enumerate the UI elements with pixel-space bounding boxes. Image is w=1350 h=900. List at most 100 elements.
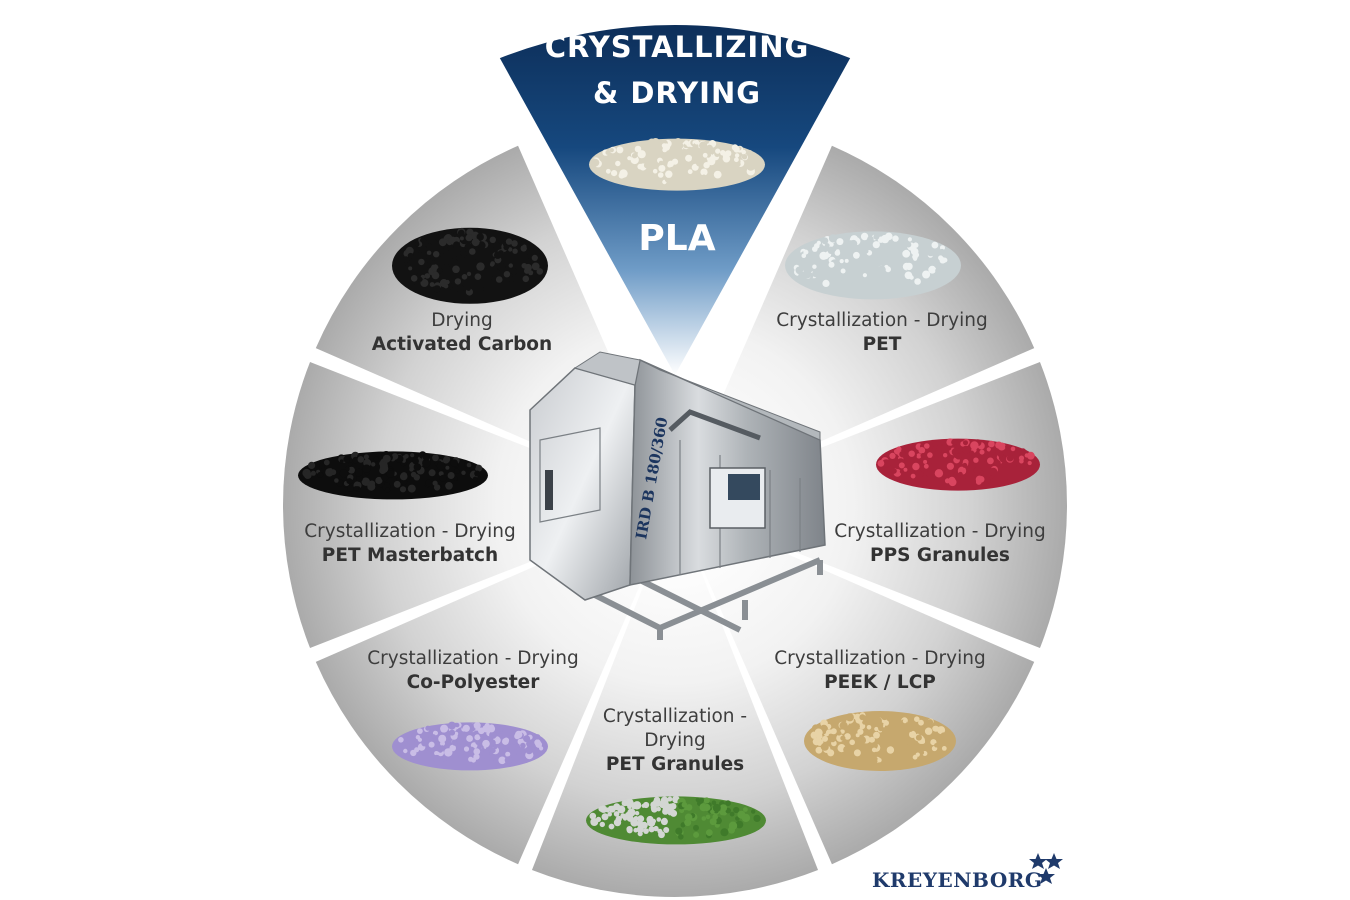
- pla-granule: [657, 172, 664, 178]
- peek-lcp-granule: [886, 746, 895, 754]
- co-polyester-granule: [526, 741, 531, 747]
- pet-granule: [840, 268, 846, 274]
- co-polyester-granule: [525, 747, 533, 755]
- peek-lcp-granule: [844, 733, 851, 740]
- pet-masterbatch-granule: [474, 470, 481, 477]
- peek-lcp-granule: [840, 735, 846, 741]
- pet-masterbatch-granule: [348, 466, 355, 474]
- segment-process-label: Crystallization - Drying: [834, 521, 1045, 542]
- pla-granule: [671, 158, 679, 165]
- pet-granules-granule: [667, 796, 673, 802]
- activated-carbon-granule: [402, 256, 410, 263]
- segment-wedge: [675, 505, 1035, 865]
- activated-carbon-granule: [417, 276, 423, 282]
- pet-granules-granule: [620, 813, 626, 819]
- pet-granule: [834, 250, 841, 256]
- pet-masterbatch-granule: [308, 461, 316, 469]
- pps-granules-granule: [973, 467, 982, 475]
- pps-granules-granule: [946, 462, 955, 470]
- pps-granules-granule: [1024, 453, 1029, 458]
- peek-lcp-granule: [906, 724, 914, 732]
- pla-granule: [734, 157, 739, 163]
- co-polyester-granule: [503, 737, 510, 744]
- segment-material-label: PET Granules: [606, 754, 744, 775]
- pps-granules-granule: [987, 457, 994, 465]
- pet-granules-granule: [681, 802, 688, 808]
- pla-granule: [615, 160, 621, 167]
- pet-masterbatch-granule: [399, 472, 408, 481]
- pet-granule: [913, 256, 918, 261]
- pet-granules-granule: [599, 821, 605, 828]
- pla-granule: [648, 155, 653, 160]
- co-polyester-granules-image: [392, 721, 548, 771]
- peek-lcp-granule: [828, 733, 834, 739]
- pps-granules-granule: [910, 443, 916, 449]
- pet-masterbatch-granule: [432, 454, 439, 462]
- pet-granules-granule: [626, 826, 633, 833]
- pet-granule: [910, 247, 919, 256]
- pet-granule: [847, 277, 854, 284]
- pps-granules-granule: [957, 448, 963, 454]
- pet-granule: [902, 249, 911, 258]
- co-polyester-granule: [488, 725, 496, 733]
- pla-granule: [609, 148, 614, 153]
- activated-carbon-granule: [413, 251, 420, 258]
- pet-granules-granule: [712, 814, 718, 820]
- pet-masterbatch-granule: [409, 467, 414, 472]
- activated-carbon-granule: [459, 236, 464, 241]
- peek-lcp-granule: [906, 738, 913, 746]
- activated-carbon-granule: [476, 233, 484, 241]
- activated-carbon-granule: [425, 262, 432, 268]
- pet-granules-granule: [728, 821, 738, 830]
- segment-wedge: [675, 361, 1067, 649]
- pps-granules-granule: [1010, 446, 1016, 452]
- pps-granules-granule: [962, 445, 971, 454]
- activated-carbon-granule: [512, 248, 518, 254]
- pet-granule: [922, 245, 927, 249]
- segment-process-label: Crystallization - Drying: [774, 648, 985, 669]
- peek-lcp-granule: [902, 719, 908, 724]
- activated-carbon-granule: [456, 254, 463, 261]
- co-polyester-granule: [489, 731, 497, 739]
- pet-masterbatch-granule: [475, 464, 483, 472]
- pps-granules-granule: [887, 465, 894, 473]
- pla-granule: [664, 177, 670, 183]
- pet-granules-granule: [753, 815, 761, 822]
- co-polyester-granule: [439, 745, 445, 750]
- pet-granule: [823, 253, 829, 260]
- pet-granule: [940, 248, 945, 253]
- co-polyester-granule: [462, 724, 470, 732]
- pet-granules-granule: [693, 831, 700, 838]
- highlight-title-line1: CRYSTALLIZING: [545, 30, 810, 64]
- pet-granules-granule: [679, 808, 685, 814]
- peek-lcp-granule: [815, 746, 823, 754]
- activated-carbon-granule: [426, 243, 432, 249]
- activated-carbon-granule: [531, 262, 540, 271]
- pet-granule: [845, 266, 854, 275]
- co-polyester-granule: [493, 744, 498, 750]
- pla-granule: [715, 148, 721, 154]
- pet-granule: [801, 253, 807, 258]
- pet-masterbatch-granule: [348, 462, 353, 467]
- peek-lcp-granule: [877, 758, 882, 763]
- pps-granules-granule: [896, 446, 902, 452]
- co-polyester-granule: [440, 741, 445, 746]
- pet-masterbatch-granule: [449, 472, 454, 477]
- activated-carbon-granule: [503, 271, 511, 278]
- peek-lcp-granule: [830, 737, 836, 743]
- pla-granule: [746, 162, 755, 171]
- pet-granule: [922, 270, 931, 279]
- pet-granule: [835, 278, 841, 283]
- pet-base: [785, 231, 961, 300]
- pet-granules-granule: [607, 811, 612, 817]
- pps-granules-granule: [916, 453, 922, 459]
- co-polyester-granule: [504, 756, 513, 765]
- pet-granule: [931, 241, 939, 249]
- pla-granule: [731, 144, 739, 151]
- activated-carbon-granule: [475, 257, 480, 262]
- pet-granule: [934, 276, 939, 282]
- activated-carbon-granule: [457, 229, 465, 237]
- activated-carbon-granule: [511, 240, 518, 247]
- pet-granule: [928, 265, 937, 274]
